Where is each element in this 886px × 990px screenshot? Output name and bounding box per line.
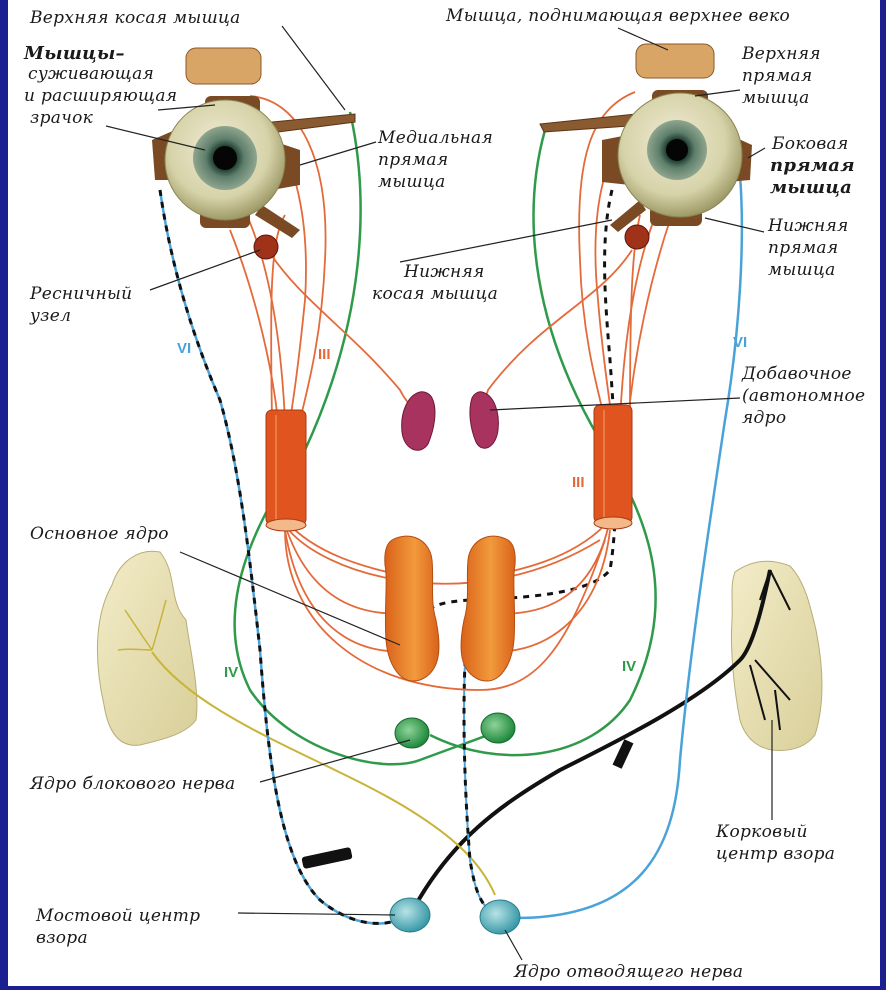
label-pupil-muscles-3: и расширяющая bbox=[24, 86, 177, 106]
ciliary-ganglion-right bbox=[625, 225, 649, 249]
label-cortical-gaze-1: Корковый bbox=[716, 822, 808, 842]
label-pupil-muscles-4: зрачок bbox=[30, 108, 93, 128]
label-inferior-rectus-2: прямая bbox=[768, 238, 838, 258]
trochlear-nucleus-right bbox=[481, 713, 515, 743]
label-abducens-nucleus: Ядро отводящего нерва bbox=[514, 962, 743, 982]
label-pupil-muscles-2: суживающая bbox=[28, 64, 154, 84]
abducens-nerve-left bbox=[160, 190, 408, 923]
label-superior-rectus-3: мышца bbox=[742, 88, 810, 108]
ciliary-ganglion-left bbox=[254, 235, 278, 259]
right-eye-assembly bbox=[540, 44, 752, 249]
label-pontine-gaze-1: Мостовой центр bbox=[36, 906, 200, 926]
abducens-nerve-right bbox=[510, 175, 742, 918]
label-inferior-oblique-2: косая мышца bbox=[372, 284, 498, 304]
numeral-iii-right: III bbox=[572, 474, 585, 491]
label-superior-rectus-2: прямая bbox=[742, 66, 812, 86]
main-nucleus-right bbox=[461, 536, 515, 681]
label-levator: Мышца, поднимающая верхнее веко bbox=[446, 6, 790, 26]
label-inferior-rectus-1: Нижняя bbox=[768, 216, 849, 236]
label-pupil-muscles-1: Мышцы– bbox=[24, 44, 125, 64]
label-ciliary-ganglion-1: Ресничный bbox=[30, 284, 132, 304]
label-trochlear-nucleus: Ядро блокового нерва bbox=[30, 774, 235, 794]
trochlear-nucleus-left bbox=[395, 718, 429, 748]
label-cortical-gaze-2: центр взора bbox=[716, 844, 835, 864]
label-accessory-nucleus-1: Добавочное bbox=[742, 364, 852, 384]
numeral-iii-left: III bbox=[318, 346, 331, 363]
numeral-iv-right: IV bbox=[622, 658, 636, 675]
pontine-gaze-center bbox=[390, 898, 430, 932]
right-pupil bbox=[666, 139, 688, 161]
label-accessory-nucleus-3: ядро bbox=[742, 408, 786, 428]
label-lateral-rectus-1: Боковая bbox=[772, 134, 849, 154]
left-pupil bbox=[213, 146, 237, 170]
label-accessory-nucleus-2: (автономное bbox=[742, 386, 865, 406]
accessory-nucleus-right bbox=[470, 392, 498, 448]
oculomotor-nerve-trunk-right bbox=[594, 405, 632, 529]
label-inferior-oblique-1: Нижняя bbox=[404, 262, 485, 282]
label-medial-rectus-2: прямая bbox=[378, 150, 448, 170]
label-superior-oblique: Верхняя косая мышца bbox=[30, 8, 241, 28]
label-ciliary-ganglion-2: узел bbox=[30, 306, 71, 326]
numeral-vi-right: VI bbox=[733, 334, 747, 351]
label-lateral-rectus-2: прямая bbox=[770, 156, 855, 176]
label-main-nucleus: Основное ядро bbox=[30, 524, 169, 544]
label-medial-rectus-1: Медиальная bbox=[378, 128, 493, 148]
abducens-nucleus bbox=[480, 900, 520, 934]
label-medial-rectus-3: мышца bbox=[378, 172, 446, 192]
levator-muscle-left bbox=[186, 48, 261, 84]
mlf-pathway-left bbox=[160, 190, 408, 923]
abducens-pathway-block bbox=[301, 847, 352, 869]
oculomotor-nerve-trunk-left bbox=[266, 410, 306, 531]
label-pontine-gaze-2: взора bbox=[36, 928, 88, 948]
main-nucleus-left bbox=[385, 536, 439, 681]
label-lateral-rectus-3: мышца bbox=[770, 178, 852, 198]
numeral-vi-left: VI bbox=[177, 340, 191, 357]
label-superior-rectus-1: Верхняя bbox=[742, 44, 821, 64]
label-inferior-rectus-3: мышца bbox=[768, 260, 836, 280]
numeral-iv-left: IV bbox=[224, 664, 238, 681]
left-cortex-patch bbox=[97, 551, 196, 745]
levator-muscle-right bbox=[636, 44, 714, 78]
